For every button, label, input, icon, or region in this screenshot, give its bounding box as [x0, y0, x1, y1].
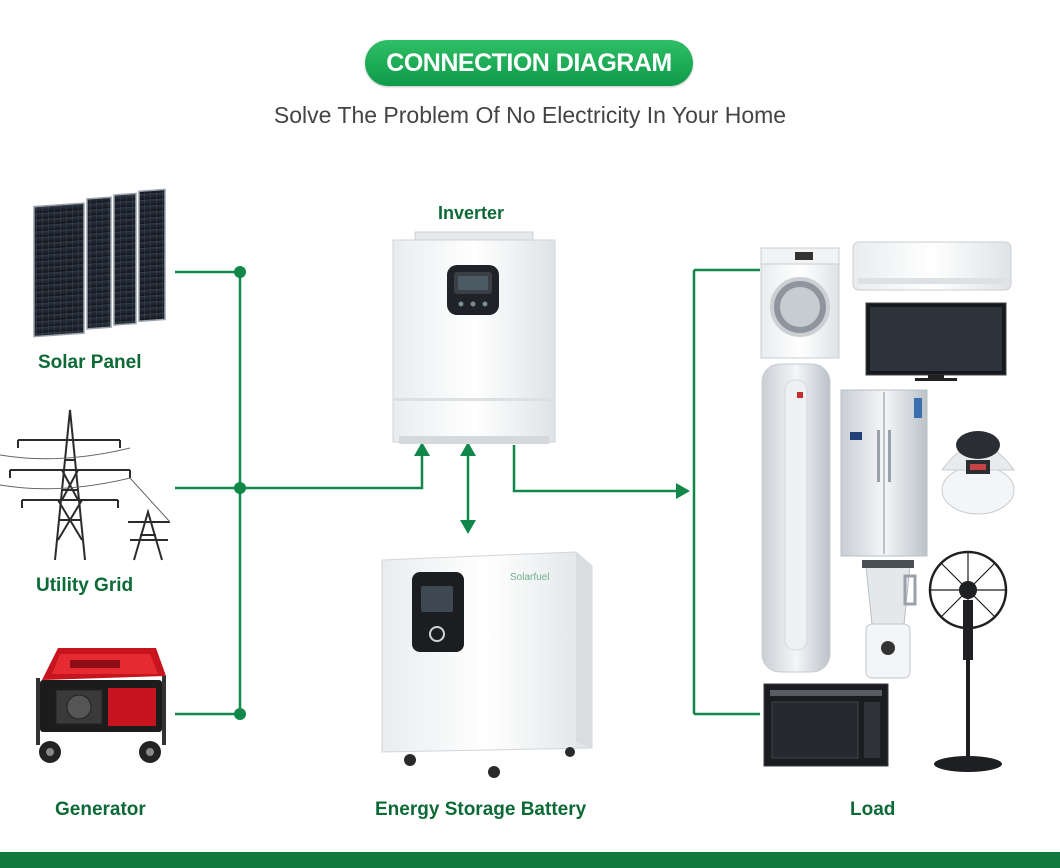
label-inverter: Inverter — [438, 203, 505, 223]
rice-cooker-image — [941, 431, 1015, 515]
battery-image — [381, 551, 593, 778]
junction-dot-grid — [234, 482, 246, 494]
label-utility-grid: Utility Grid — [36, 575, 134, 596]
inverter-to-load-line — [512, 445, 678, 493]
label-energy-storage-battery: Energy Storage Battery — [375, 799, 587, 820]
arrowheads — [414, 442, 690, 534]
junction-dots — [234, 266, 246, 720]
air-conditioner-image — [852, 241, 1012, 291]
arrow-into-inverter — [414, 442, 430, 456]
television-image — [865, 302, 1007, 381]
blender-image — [862, 560, 917, 679]
diagram-subtitle: Solve The Problem Of No Electricity In Y… — [273, 102, 787, 128]
microwave-image — [763, 683, 889, 767]
junction-dot-solar — [234, 266, 246, 278]
arrow-down-battery — [460, 520, 476, 534]
tower-air-conditioner-image — [761, 363, 831, 673]
label-solar-panel: Solar Panel — [38, 352, 142, 373]
washing-machine-image — [760, 247, 840, 359]
arrow-to-load — [676, 483, 690, 499]
battery-brand-text: Solarfuel — [510, 572, 550, 583]
standing-fan-image — [928, 550, 1008, 772]
footer-bar — [0, 852, 1060, 868]
inverter-image — [392, 231, 556, 444]
generator-image — [36, 648, 166, 763]
arrow-up-inverter — [460, 442, 476, 456]
refrigerator-image — [840, 389, 928, 557]
utility-grid-image — [0, 409, 171, 561]
load-appliances — [760, 241, 1015, 772]
diagram-title: CONNECTION DIAGRAM — [365, 40, 693, 86]
label-generator: Generator — [55, 799, 146, 820]
label-load: Load — [850, 799, 896, 820]
junction-dot-generator — [234, 708, 246, 720]
solar-panel-image — [33, 188, 166, 338]
bus-to-inverter-line — [240, 452, 424, 490]
